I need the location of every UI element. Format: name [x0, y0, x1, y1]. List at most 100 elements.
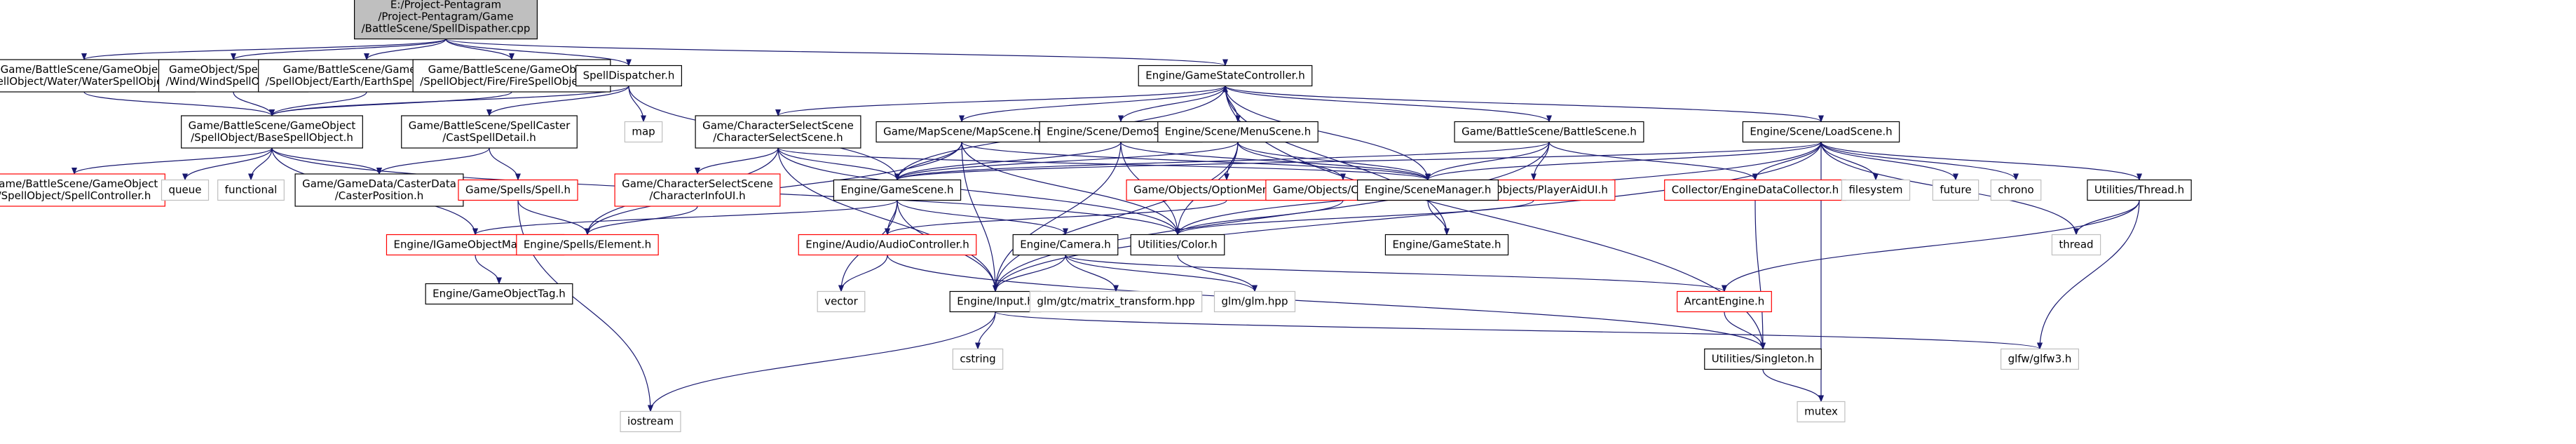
node-color[interactable]: Utilities/Color.h [1130, 234, 1225, 256]
edge-load-to-chrono [1820, 142, 2019, 181]
node-box [1841, 179, 1911, 201]
node-battle[interactable]: Game/BattleScene/BattleScene.h [1454, 121, 1644, 143]
node-box [516, 234, 659, 256]
node-box [1990, 179, 2042, 201]
node-glfw[interactable]: glfw/glfw3.h [2000, 348, 2080, 370]
node-castspell[interactable]: Game/BattleScene/SpellCaster/CastSpellDe… [401, 115, 578, 149]
node-element[interactable]: Engine/Spells/Element.h [516, 234, 659, 256]
node-fire[interactable]: Game/BattleScene/GameObject/SpellObject/… [412, 59, 611, 93]
edge-basespell-to-spellctrl [71, 147, 273, 175]
node-singleton[interactable]: Utilities/Singleton.h [1704, 348, 1822, 370]
node-label-line: Game/BattleScene/GameObject [428, 63, 596, 76]
node-box [0, 173, 165, 207]
node-label-line: Engine/SceneManager.h [1365, 184, 1492, 196]
node-queue[interactable]: queue [161, 179, 210, 201]
node-camera[interactable]: Engine/Camera.h [1012, 234, 1119, 256]
edge-root-to-water [81, 38, 447, 60]
node-layer: E:/Project-Pentagram/Project-Pentagram/G… [0, 0, 2192, 433]
edge-castspell-to-spell [489, 147, 521, 181]
edge-gamescene-to-camera [897, 200, 1068, 236]
node-casterpos[interactable]: Game/GameData/CasterData/CasterPosition.… [294, 173, 464, 207]
edge-color-to-glm [1177, 255, 1258, 292]
node-label-line: thread [2059, 238, 2093, 251]
edge-menu-to-scenemgr [1237, 142, 1431, 181]
edge-earth-to-basespell [269, 91, 367, 116]
node-box [833, 179, 962, 201]
node-load[interactable]: Engine/Scene/LoadScene.h [1742, 121, 1900, 143]
edge-input-to-glfw [995, 311, 2043, 350]
node-spelldisp[interactable]: SpellDispatcher.h [575, 65, 682, 87]
edge-camera-to-input [993, 255, 1066, 292]
node-label-line: /SpellObject/BaseSpellObject.h [191, 131, 353, 144]
edge-gsc-to-gamestate [1225, 86, 1450, 236]
node-label-line: map [632, 126, 655, 138]
node-input[interactable]: Engine/Input.h [949, 290, 1042, 313]
edge-layer [71, 38, 2142, 412]
edge-demo-to-input [993, 142, 1122, 292]
node-mutex[interactable]: mutex [1797, 401, 1846, 423]
node-functional[interactable]: functional [217, 179, 285, 201]
node-basespell[interactable]: Game/BattleScene/GameObject/SpellObject/… [181, 115, 363, 149]
node-vector[interactable]: vector [817, 290, 866, 313]
node-label-line: /Project-Pentagram/Game [378, 11, 513, 23]
edge-charsel-to-gamescene [777, 147, 900, 181]
node-future[interactable]: future [1932, 179, 1979, 201]
node-label-line: Game/Spells/Spell.h [465, 184, 571, 196]
node-audio[interactable]: Engine/Audio/AudioController.h [798, 234, 977, 256]
edge-optmenu-to-audio [885, 199, 1227, 236]
node-chrono[interactable]: chrono [1990, 179, 2042, 201]
node-label-line: functional [225, 184, 278, 196]
edge-gsc-to-charsel [775, 85, 1226, 116]
node-gsc[interactable]: Engine/GameStateController.h [1138, 65, 1313, 87]
edge-basespell-to-queue [182, 147, 273, 181]
edge-spell-to-iostream [517, 200, 653, 412]
node-box [875, 121, 1048, 143]
edge-charsel-to-scenemgr [777, 147, 1431, 181]
node-spellctrl[interactable]: Game/BattleScene/GameObject/SpellObject/… [0, 173, 165, 207]
node-box [353, 0, 538, 40]
node-charsel[interactable]: Game/CharacterSelectScene/CharacterSelec… [695, 115, 861, 149]
node-gamescene[interactable]: Engine/GameScene.h [833, 179, 962, 201]
node-spell[interactable]: Game/Spells/Spell.h [458, 179, 578, 201]
node-label-line: Game/BattleScene/GameObject [283, 63, 451, 76]
node-cstring[interactable]: cstring [952, 348, 1004, 370]
node-map[interactable]: map [624, 121, 663, 143]
edge-menu-to-input [993, 142, 1239, 292]
node-root[interactable]: E:/Project-Pentagram/Project-Pentagram/G… [353, 0, 538, 40]
node-filesystem[interactable]: filesystem [1841, 179, 1911, 201]
node-label-line: Game/BattleScene/SpellCaster [409, 119, 571, 132]
node-label-line: /CharacterInfoUI.h [649, 189, 745, 202]
node-menu[interactable]: Engine/Scene/MenuScene.h [1157, 121, 1318, 143]
node-mapscene[interactable]: Game/MapScene/MapScene.h [875, 121, 1048, 143]
node-box [1213, 290, 1296, 313]
node-box [1029, 290, 1203, 313]
node-box [1677, 290, 1772, 313]
node-charselui[interactable]: Game/CharacterSelectScene/CharacterInfoU… [614, 173, 781, 207]
node-box [1384, 234, 1509, 256]
node-scenemgr[interactable]: Engine/SceneManager.h [1356, 179, 1499, 201]
node-box [624, 121, 663, 143]
node-thread[interactable]: thread [2051, 234, 2101, 256]
node-arcant[interactable]: ArcantEngine.h [1677, 290, 1772, 313]
node-label-line: cstring [960, 353, 995, 365]
node-thread_h[interactable]: Utilities/Thread.h [2087, 179, 2192, 201]
node-objtag[interactable]: Engine/GameObjectTag.h [425, 283, 573, 305]
edge-camera-to-arcant [1065, 254, 1727, 292]
edge-thread_h-to-thread [2073, 200, 2140, 236]
node-box [575, 65, 682, 87]
node-box [1356, 179, 1499, 201]
node-iostream[interactable]: iostream [620, 410, 681, 433]
node-collector[interactable]: Collector/EngineDataCollector.h [1664, 179, 1846, 201]
edge-battle-to-scenemgr [1425, 142, 1550, 181]
node-label-line: Game/BattleScene/BattleScene.h [1461, 126, 1637, 138]
node-glm[interactable]: glm/glm.hpp [1213, 290, 1296, 313]
node-label-line: /BattleScene/SpellDispather.cpp [362, 22, 531, 35]
edge-audio-to-singleton [887, 255, 1766, 350]
node-label-line: Engine/Scene/LoadScene.h [1750, 126, 1892, 138]
node-gamestate[interactable]: Engine/GameState.h [1384, 234, 1509, 256]
node-label-line: Game/MapScene/MapScene.h [883, 126, 1040, 138]
edge-gsc-to-battle [1225, 85, 1552, 123]
node-label-line: mutex [1804, 405, 1838, 418]
edge-playeraid-to-color [1175, 199, 1534, 236]
node-glmmat[interactable]: glm/gtc/matrix_transform.hpp [1029, 290, 1203, 313]
